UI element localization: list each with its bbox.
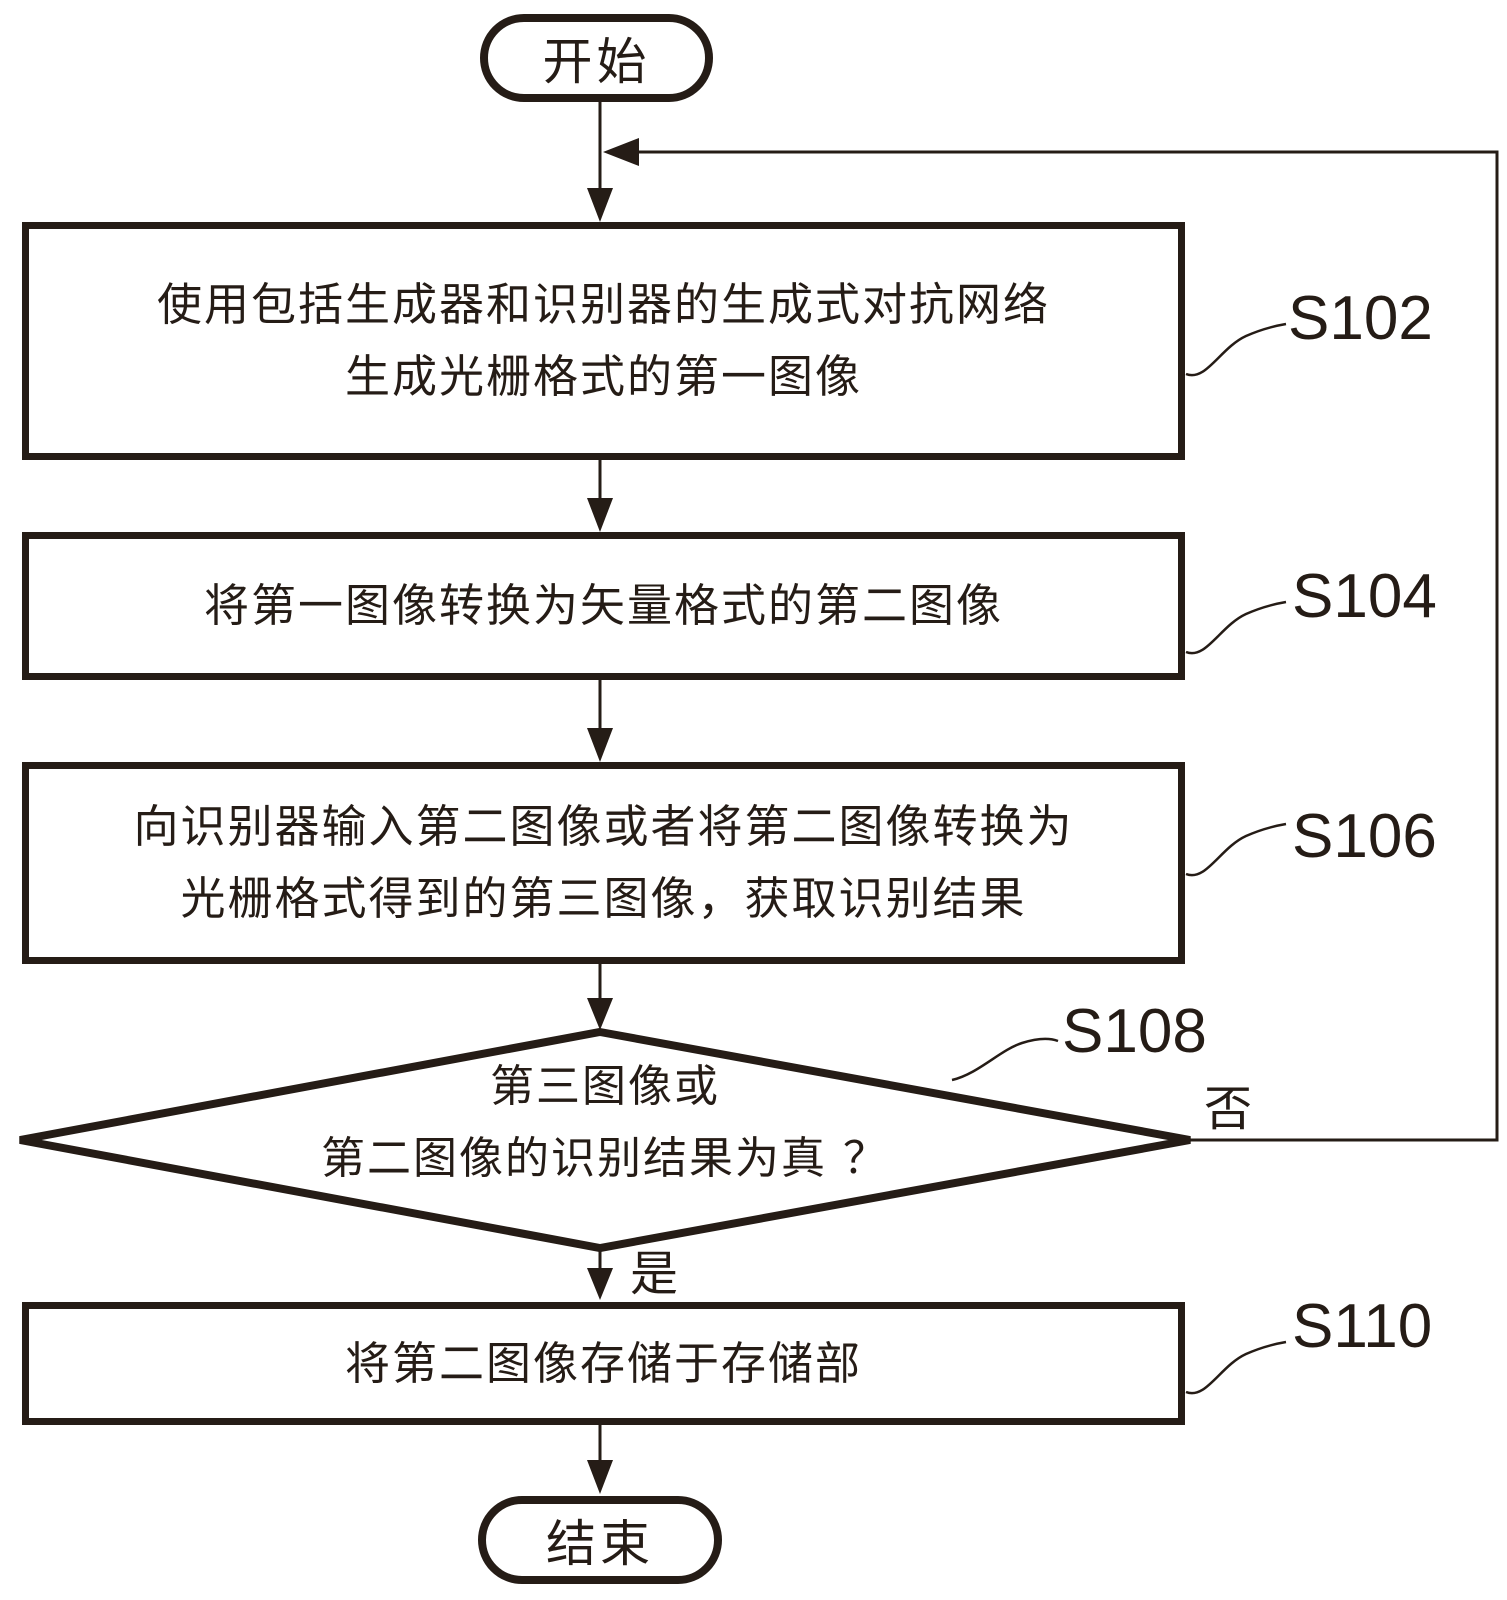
arrowhead-down-icon (587, 1268, 613, 1300)
arrowhead-down-icon (587, 498, 613, 532)
step-label-s104: S104 (1292, 562, 1437, 631)
process-box-s106-line2: 光栅格式得到的第三图像，获取识别结果 (180, 872, 1027, 925)
process-box-s102-line2: 生成光栅格式的第一图像 (344, 350, 862, 403)
leader-line-s102 (1185, 322, 1287, 377)
start-node-label: 开始 (542, 33, 651, 91)
start-node: 开始 (480, 14, 713, 102)
process-box-s110-line1: 将第二图像存储于存储部 (344, 1336, 862, 1390)
decision-s108-line1: 第三图像或 (490, 1061, 720, 1112)
branch-label-no: 否 (1204, 1081, 1253, 1137)
end-node: 结束 (478, 1496, 722, 1584)
leader-line-s108 (951, 1037, 1059, 1082)
process-box-s110: 将第二图像存储于存储部 (22, 1302, 1185, 1425)
leader-line-s106 (1185, 822, 1287, 877)
process-box-s102: 使用包括生成器和识别器的生成式对抗网络 生成光栅格式的第一图像 (22, 222, 1185, 460)
leader-line-s104 (1185, 600, 1287, 655)
process-box-s106-line1: 向识别器输入第二图像或者将第二图像转换为 (133, 800, 1074, 853)
step-label-s108: S108 (1062, 997, 1207, 1066)
loop-arrowhead-left-icon (603, 138, 639, 166)
step-label-s106: S106 (1292, 802, 1437, 871)
arrowhead-down-icon (587, 728, 613, 762)
process-box-s102-line1: 使用包括生成器和识别器的生成式对抗网络 (156, 278, 1050, 331)
decision-s108-line2: 第二图像的识别结果为真 ？ (321, 1133, 889, 1184)
branch-label-yes: 是 (630, 1246, 679, 1302)
arrowhead-down-icon (587, 188, 613, 222)
no-branch-loop-line (639, 150, 1499, 1142)
process-box-s104-line1: 将第一图像转换为矢量格式的第二图像 (203, 579, 1003, 632)
decision-s108-text: 第三图像或 第二图像的识别结果为真 ？ (20, 1051, 1190, 1195)
end-node-label: 结束 (546, 1515, 654, 1573)
step-label-s102: S102 (1288, 284, 1433, 353)
leader-line-s110 (1185, 1340, 1287, 1395)
step-label-s110: S110 (1292, 1292, 1433, 1361)
arrowhead-down-icon (587, 1460, 613, 1494)
process-box-s106: 向识别器输入第二图像或者将第二图像转换为 光栅格式得到的第三图像，获取识别结果 (22, 762, 1185, 964)
arrowhead-down-icon (587, 998, 613, 1030)
process-box-s104: 将第一图像转换为矢量格式的第二图像 (22, 532, 1185, 680)
